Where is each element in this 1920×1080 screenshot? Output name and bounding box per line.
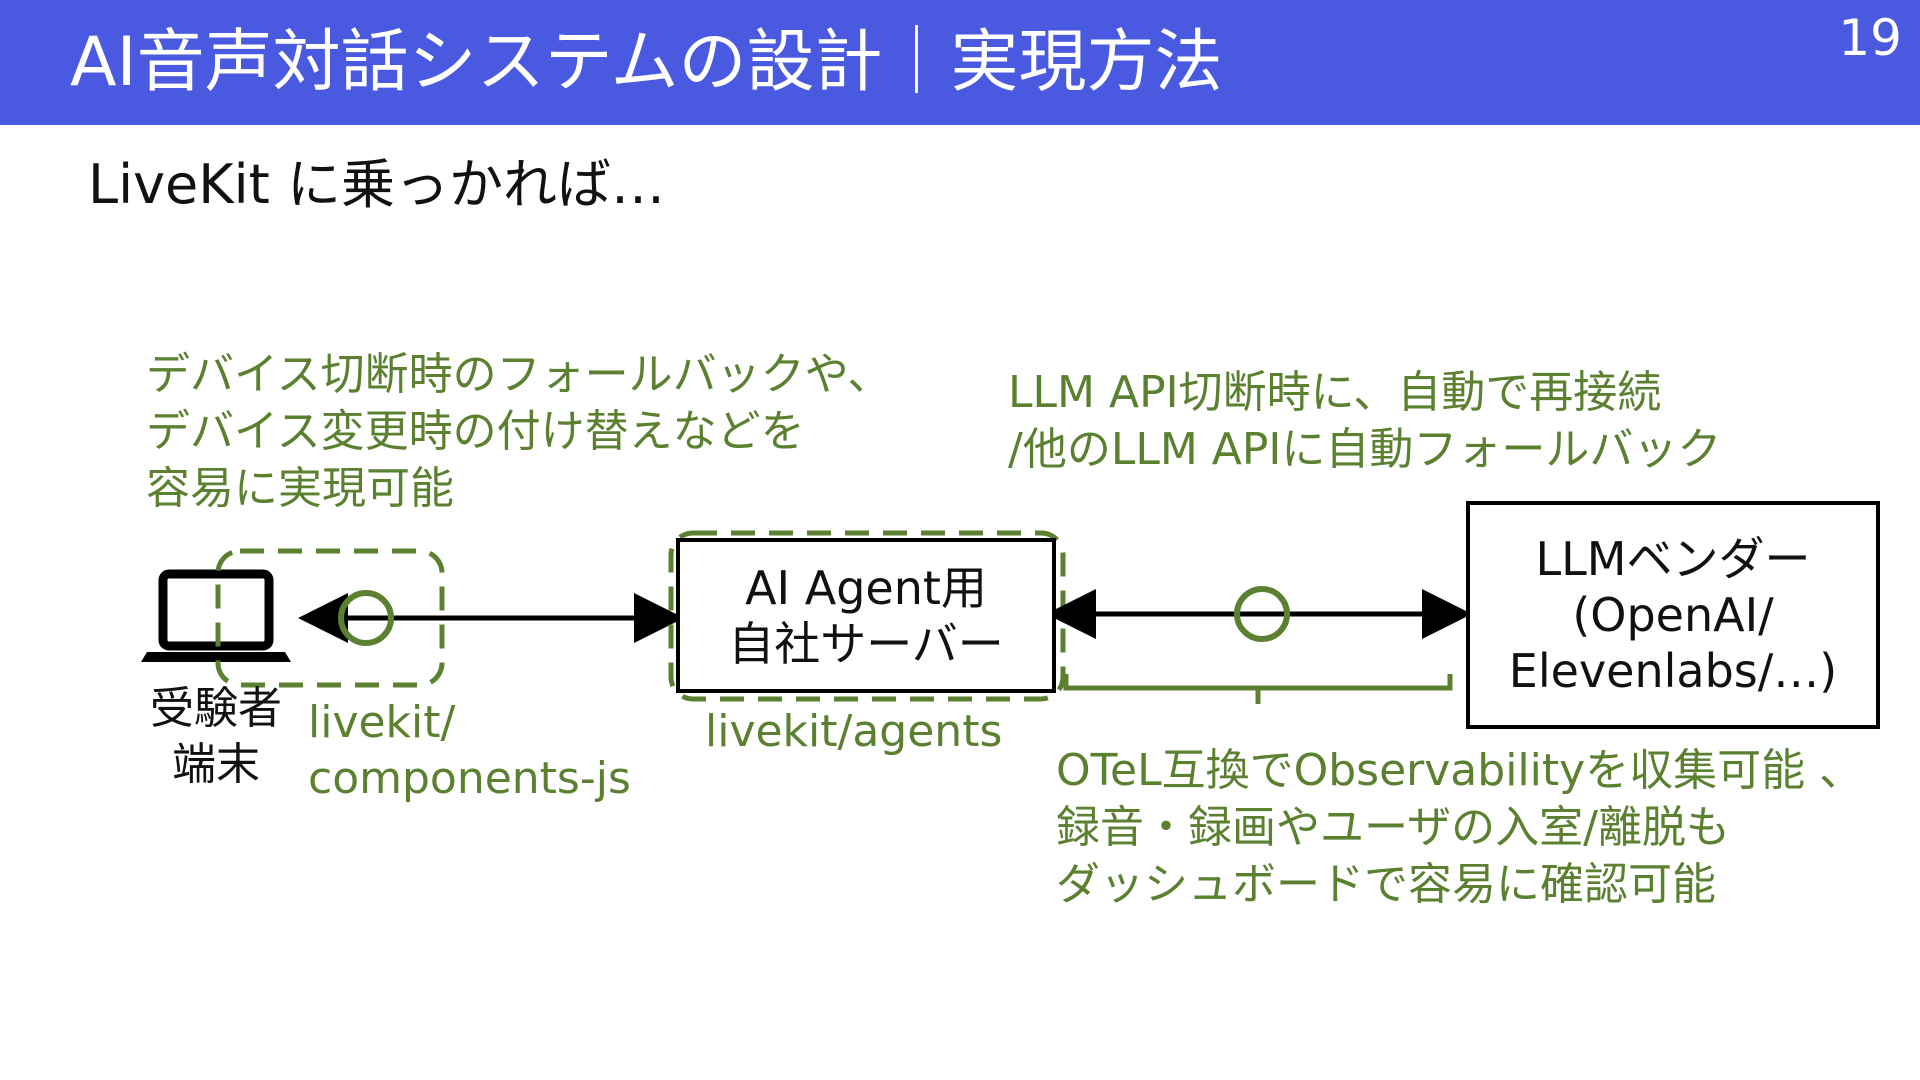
server-component-group <box>668 530 1066 702</box>
client-library-label: livekit/ components-js <box>308 695 631 807</box>
llm-note: LLM API切断時に、自動で再接続 /他のLLM APIに自動フォールバック <box>1008 364 1721 478</box>
llm-vendor-box: LLMベンダー (OpenAI/ Elevenlabs/…) <box>1466 501 1880 729</box>
slide-title: AI音声対話システムの設計｜実現方法 <box>70 23 1223 102</box>
client-connection-node <box>338 590 394 646</box>
client-library-line: components-js <box>308 753 631 804</box>
vendor-label-line: (OpenAI/ <box>1572 588 1774 642</box>
otel-note-line: 録音・録画やユーザの入室/離脱も <box>1056 802 1730 853</box>
client-note-line: デバイス切断時のフォールバックや、 <box>146 349 892 400</box>
observability-bracket <box>1063 674 1453 704</box>
client-note: デバイス切断時のフォールバックや、 デバイス変更時の付け替えなどを 容易に実現可… <box>146 346 891 517</box>
client-label-line: 受験者 <box>150 683 282 734</box>
llm-note-line: LLM API切断時に、自動で再接続 <box>1008 367 1662 418</box>
client-note-line: デバイス変更時の付け替えなどを <box>146 406 805 457</box>
otel-note: OTeL互換でObservabilityを収集可能 、 録音・録画やユーザの入室… <box>1056 742 1863 913</box>
client-label: 受験者 端末 <box>136 681 296 793</box>
client-library-line: livekit/ <box>308 697 456 748</box>
slide-subtitle: LiveKit に乗っかれば… <box>88 153 666 216</box>
vendor-label-line: LLMベンダー <box>1535 532 1811 586</box>
llm-note-line: /他のLLM APIに自動フォールバック <box>1008 424 1722 475</box>
server-library-label: livekit/agents <box>705 706 1003 757</box>
page-number: 19 <box>1838 9 1902 67</box>
header-bar: AI音声対話システムの設計｜実現方法 19 <box>0 0 1920 125</box>
llm-connection-node <box>1234 586 1290 642</box>
agent-server-box: AI Agent用 自社サーバー <box>676 538 1056 693</box>
vendor-label-line: Elevenlabs/…) <box>1508 644 1838 698</box>
server-label-line: AI Agent用 <box>745 560 987 615</box>
client-note-line: 容易に実現可能 <box>146 463 454 514</box>
client-label-line: 端末 <box>172 739 260 790</box>
otel-note-line: OTeL互換でObservabilityを収集可能 、 <box>1056 745 1864 796</box>
server-label-line: 自社サーバー <box>728 616 1004 671</box>
otel-note-line: ダッシュボードで容易に確認可能 <box>1056 859 1716 910</box>
client-component-group <box>215 548 445 688</box>
